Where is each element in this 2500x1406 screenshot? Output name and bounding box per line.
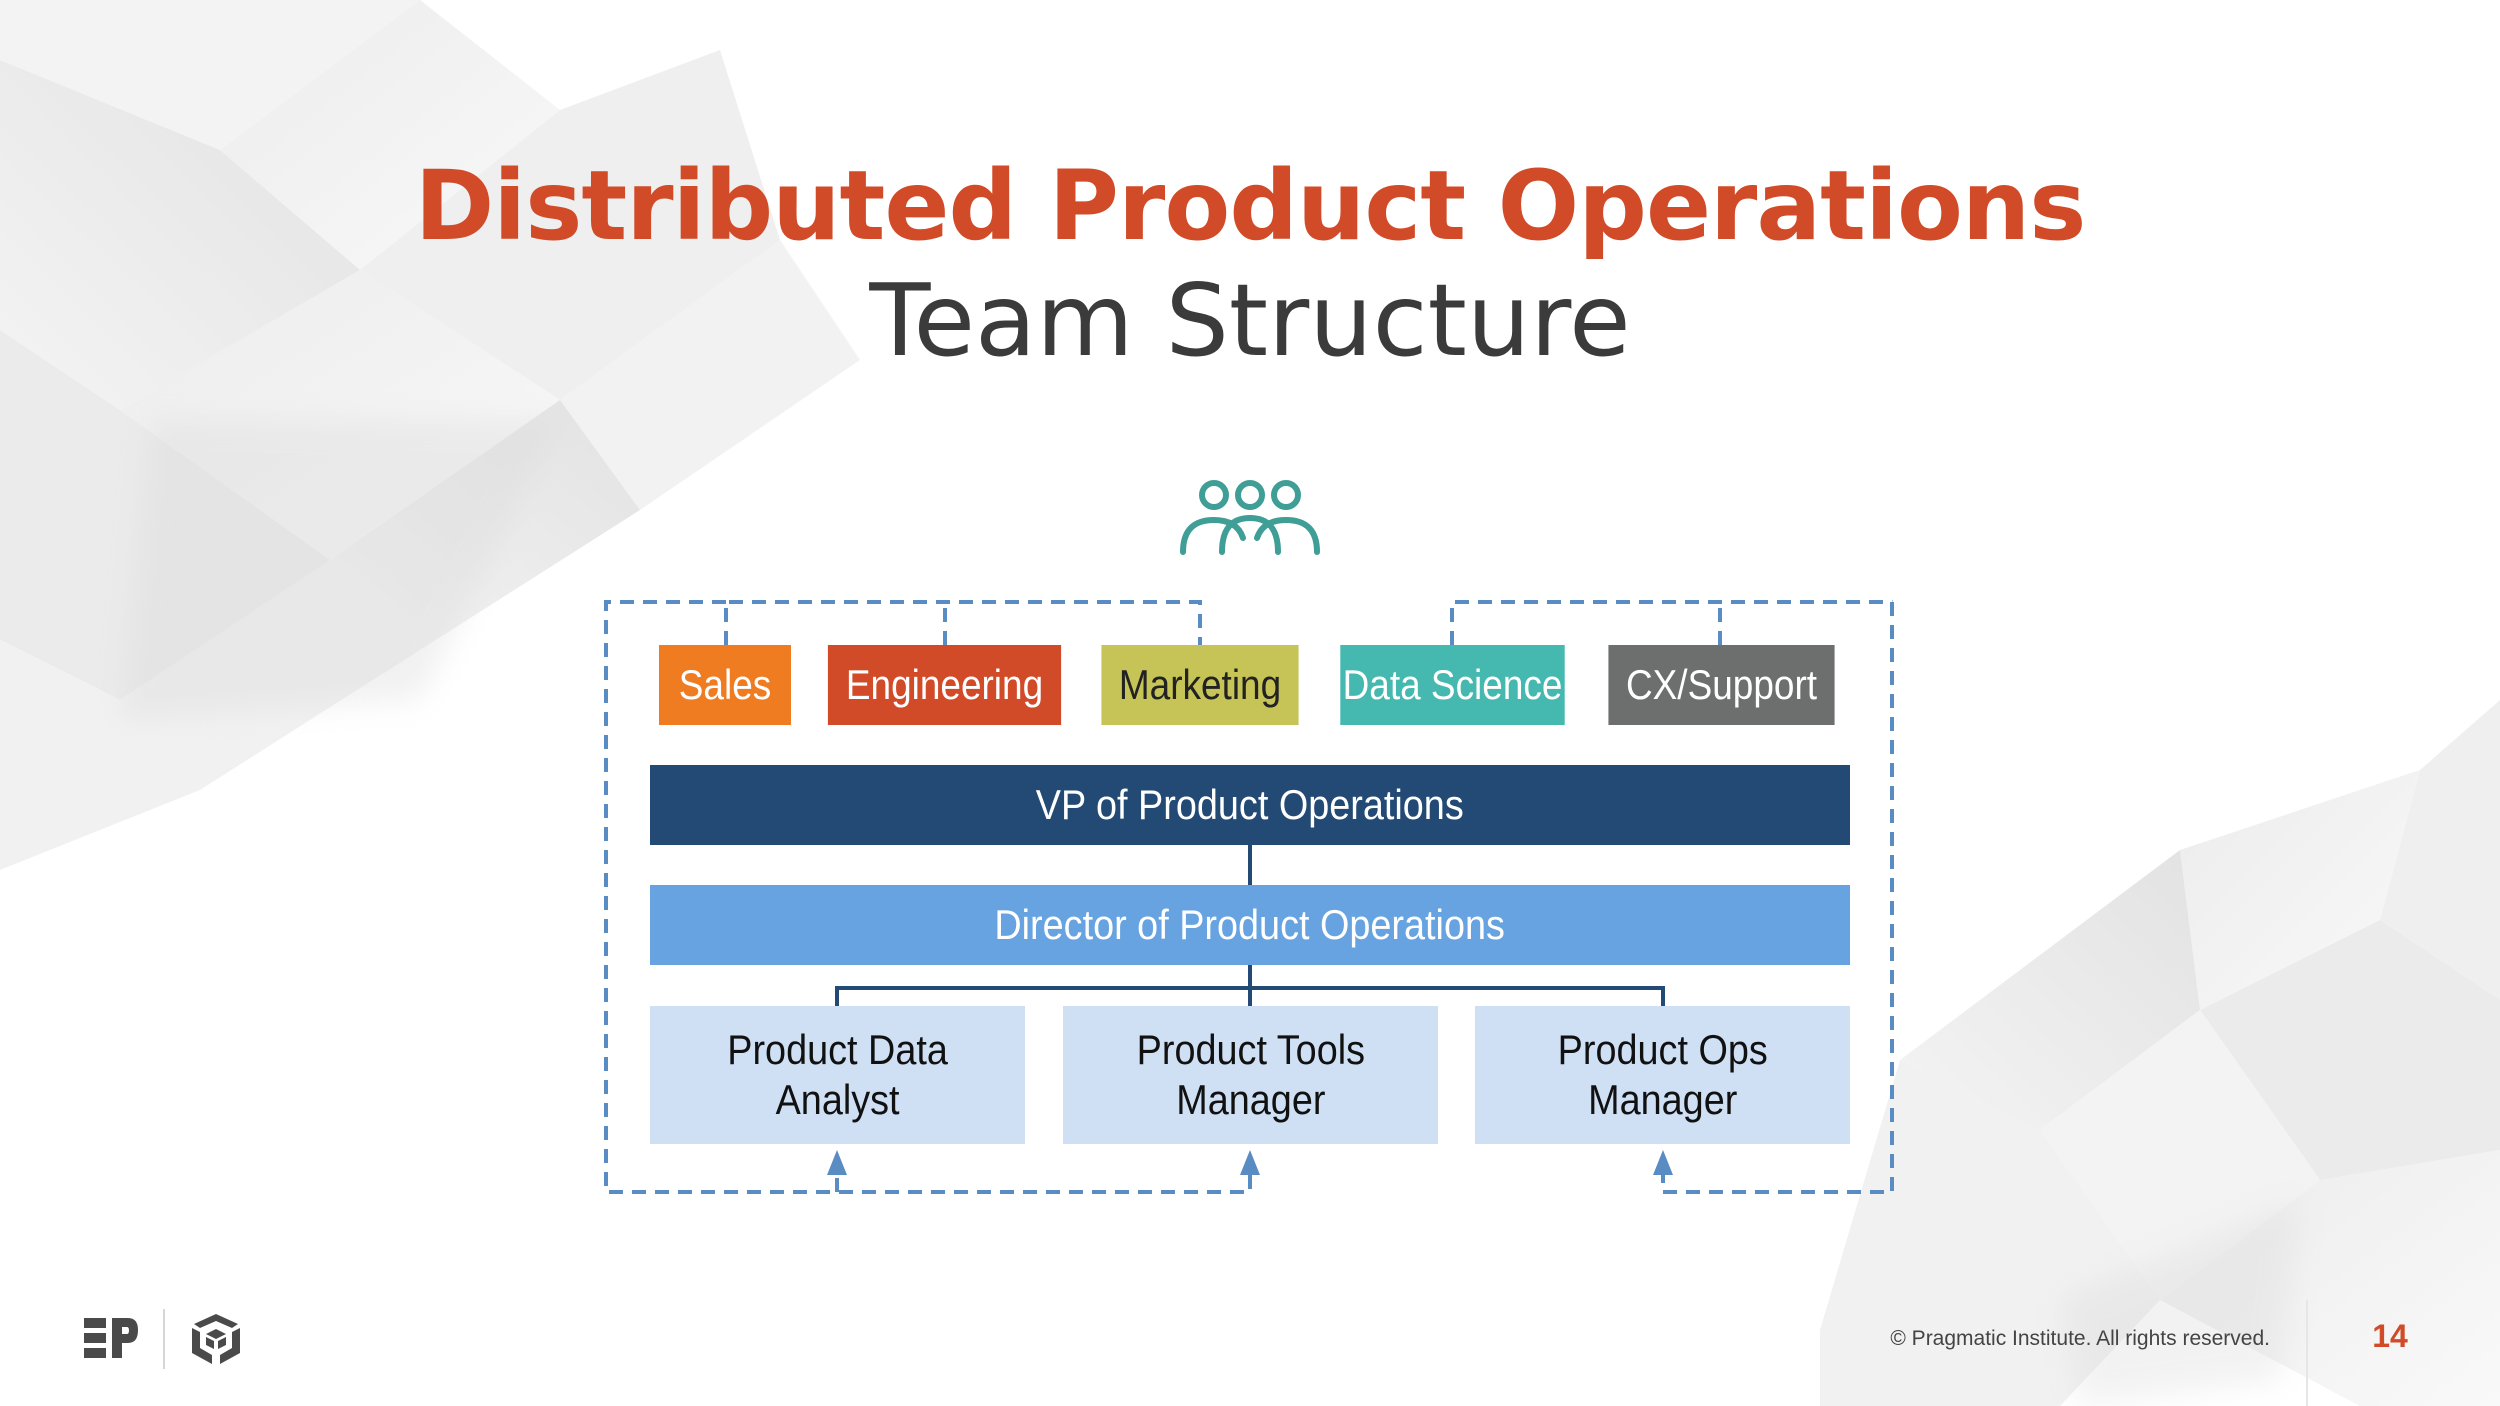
role-line2: Analyst <box>775 1076 900 1123</box>
role-line1: Product Ops <box>1557 1026 1768 1073</box>
role-line1: Product Data <box>727 1026 948 1073</box>
department-marketing: Marketing <box>1101 645 1299 725</box>
role-line2: Manager <box>1175 1076 1326 1123</box>
department-cx-support: CX/Support <box>1608 645 1835 725</box>
dashed-reporting-lines <box>604 600 1894 1194</box>
department-label: CX/Support <box>1625 661 1818 708</box>
cube-logo-icon <box>192 1314 240 1364</box>
role-line1: Product Tools <box>1136 1026 1365 1073</box>
role-product-tools-manager: Product Tools Manager <box>1063 1006 1438 1144</box>
bottom-right-tiles <box>1820 700 2500 1406</box>
department-data-science: Data Science <box>1340 645 1565 725</box>
director-label: Director of Product Operations <box>994 901 1506 948</box>
pragmatic-logo-icon <box>84 1318 138 1358</box>
top-left-tiles <box>0 0 860 870</box>
vp-product-operations-box: VP of Product Operations <box>650 765 1850 845</box>
director-product-operations-box: Director of Product Operations <box>650 885 1850 965</box>
department-label: Sales <box>678 661 772 708</box>
solid-hierarchy-lines <box>835 845 1665 1006</box>
copyright-text: © Pragmatic Institute. All rights reserv… <box>1890 1327 2270 1350</box>
department-engineering: Engineering <box>827 645 1062 725</box>
reporting-arrows <box>827 1150 1673 1175</box>
slide-title: Distributed Product Operations <box>414 150 2087 262</box>
logo-divider <box>163 1309 165 1369</box>
team-icon <box>1180 480 1320 555</box>
footer-divider <box>2306 1300 2308 1406</box>
role-product-ops-manager: Product Ops Manager <box>1475 1006 1850 1144</box>
department-label: Data Science <box>1342 661 1563 708</box>
department-label: Marketing <box>1118 661 1282 708</box>
page-number: 14 <box>2372 1318 2408 1354</box>
department-label: Engineering <box>845 661 1044 708</box>
vp-label: VP of Product Operations <box>1036 781 1464 828</box>
slide-subtitle: Team Structure <box>869 262 1631 379</box>
role-product-data-analyst: Product Data Analyst <box>650 1006 1025 1144</box>
department-sales: Sales <box>659 645 791 725</box>
role-line2: Manager <box>1587 1076 1738 1123</box>
